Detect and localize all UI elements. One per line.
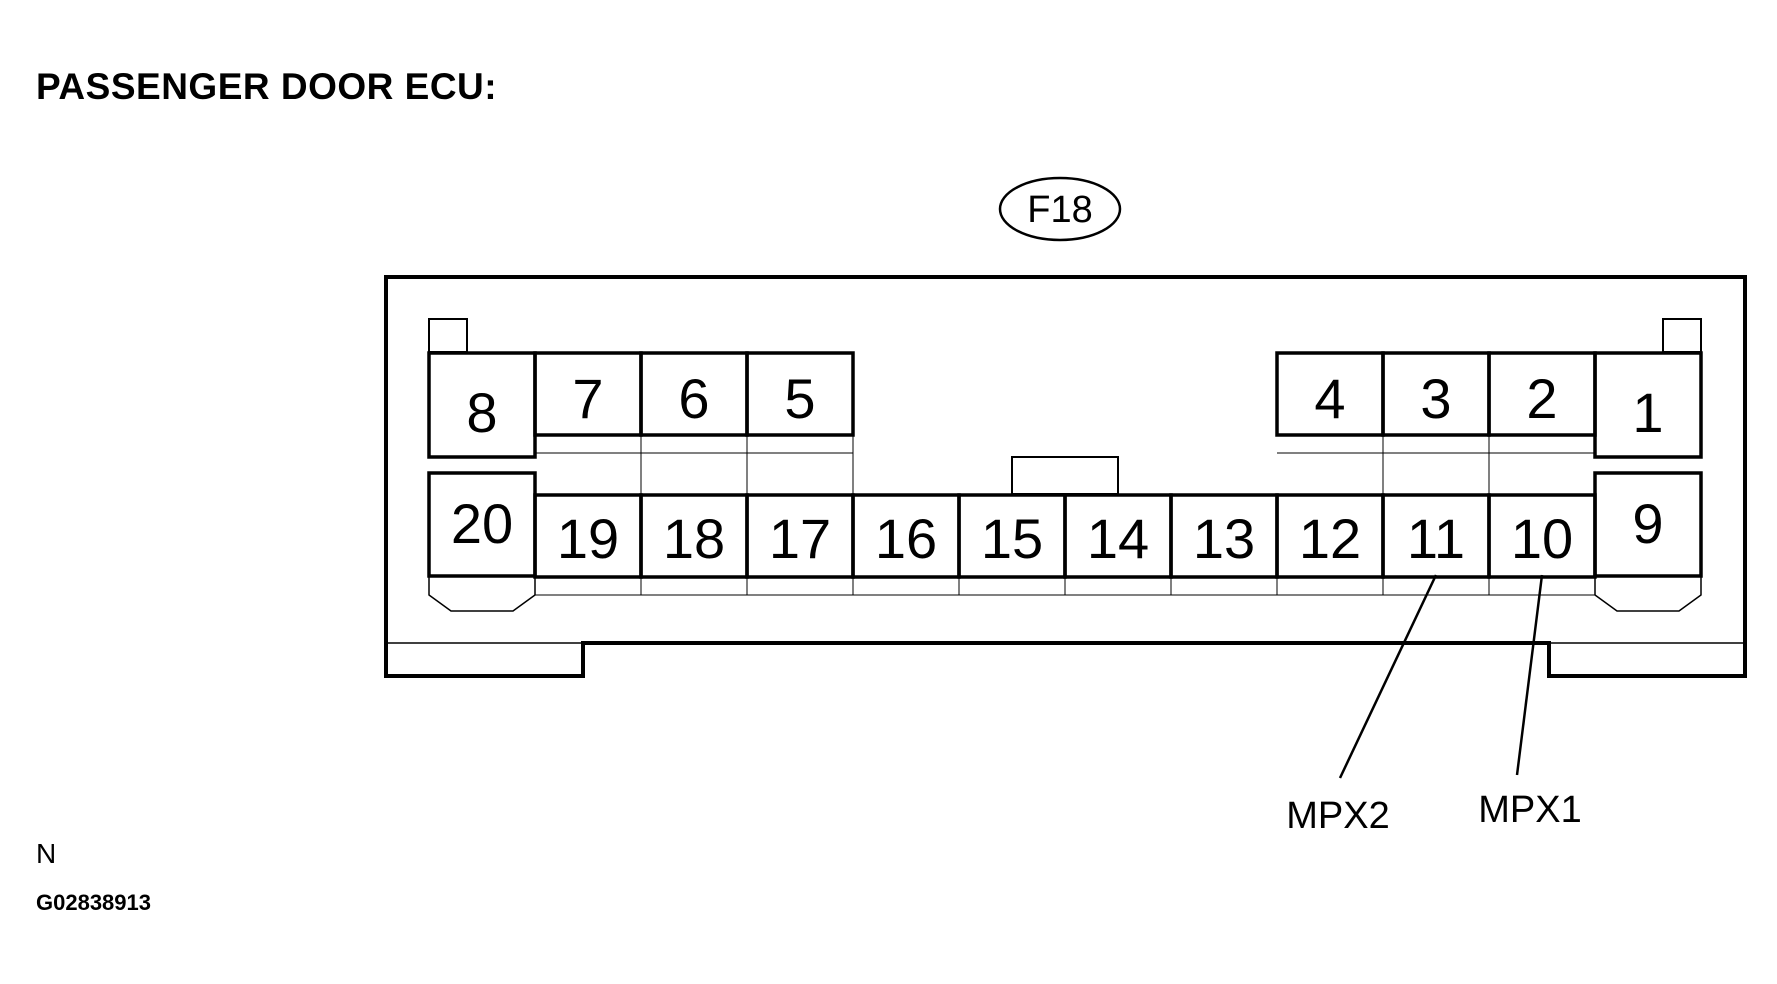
pin-12-label: 12: [1299, 507, 1361, 570]
figure-id: G02838913: [36, 890, 151, 915]
pin-6-label: 6: [678, 367, 709, 430]
pin-3-label: 3: [1420, 367, 1451, 430]
code-letter: N: [36, 838, 57, 869]
pin-5-cell: [745, 351, 855, 437]
pin-9-label: 9: [1632, 492, 1663, 555]
connector-housing: [384, 275, 1747, 678]
pin-13-label: 13: [1193, 507, 1255, 570]
pin-4-label: 4: [1314, 367, 1345, 430]
pin-5-label: 5: [784, 367, 815, 430]
guide-left: [428, 577, 536, 612]
pin-11-label: 11: [1407, 507, 1465, 570]
callout-label-mpx2: MPX2: [1286, 795, 1389, 837]
latch-tab-left: [428, 318, 468, 353]
pin-17-label: 17: [769, 507, 831, 570]
pin-dividers: [640, 435, 1490, 595]
pin-1-label: 1: [1632, 381, 1663, 444]
connector-id-ellipse: [998, 176, 1122, 242]
pin-2-cell: [1487, 351, 1597, 437]
pin-14-label: 14: [1087, 507, 1149, 570]
pin-19-label: 19: [557, 507, 619, 570]
callout-line-mpx1: [1515, 574, 1544, 776]
center-key: [1011, 456, 1119, 495]
pin-18-label: 18: [663, 507, 725, 570]
pin-10-label: 10: [1511, 507, 1573, 570]
diagram-title: PASSENGER DOOR ECU:: [36, 66, 498, 107]
pin-7-label: 7: [572, 367, 603, 430]
guide-right: [1594, 577, 1702, 612]
connector-id-label: F18: [1027, 189, 1092, 231]
callout-line-mpx2: [1338, 574, 1438, 779]
pin-15-label: 15: [981, 507, 1043, 570]
pin-20-label: 20: [451, 492, 513, 555]
pin-8-label: 8: [466, 381, 497, 444]
latch-tab-right: [1662, 318, 1702, 353]
pin-16-label: 16: [875, 507, 937, 570]
callout-label-mpx1: MPX1: [1478, 789, 1581, 831]
pin-2-label: 2: [1526, 367, 1557, 430]
